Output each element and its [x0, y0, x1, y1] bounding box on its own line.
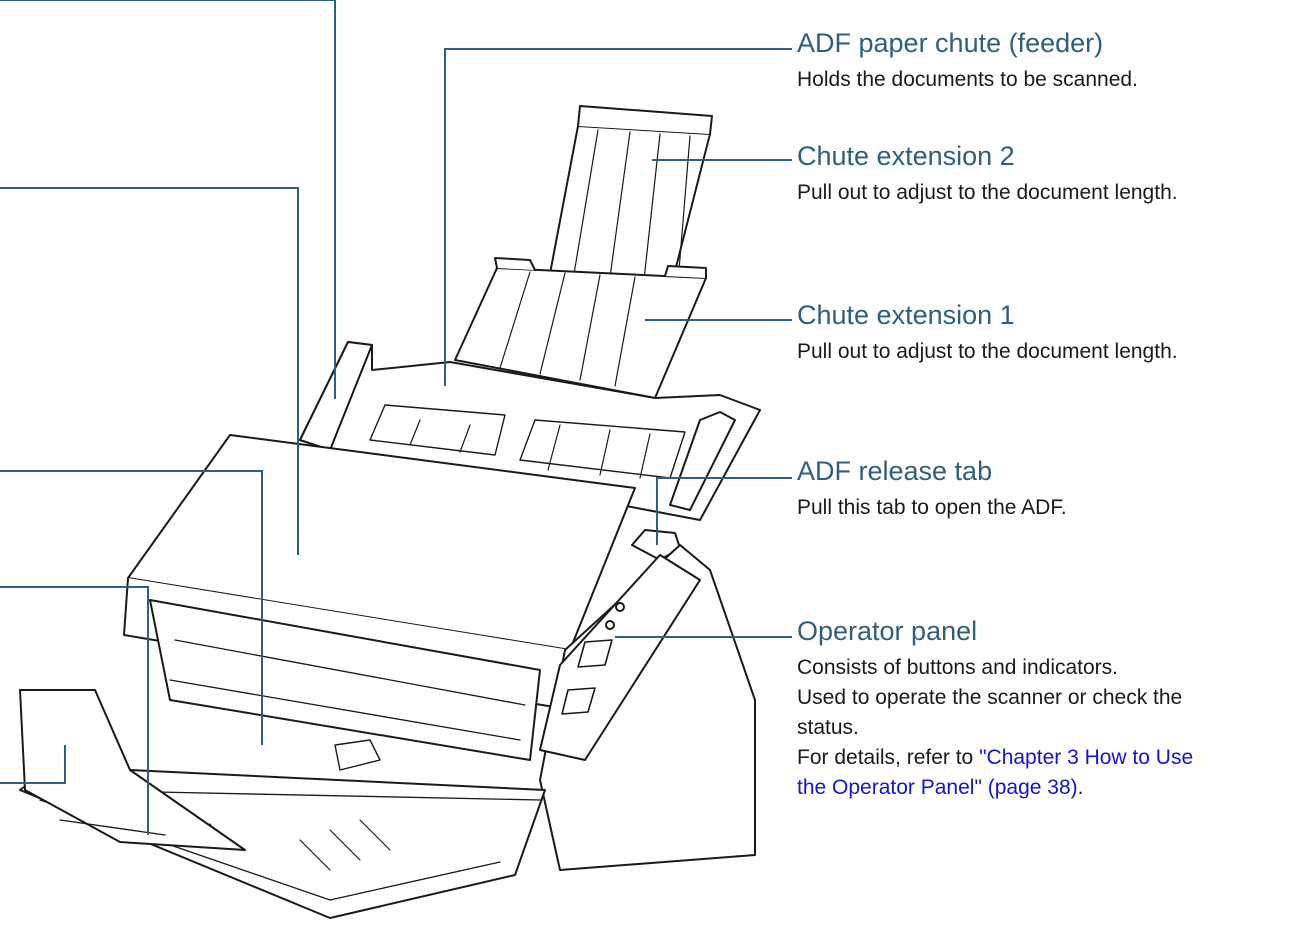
callout-adf-release-tab: ADF release tab Pull this tab to open th… — [797, 455, 1312, 523]
leader-line-left-2 — [0, 187, 299, 555]
callout-description: Consists of buttons and indicators. Used… — [797, 653, 1312, 803]
description-line: status. — [797, 716, 859, 739]
callout-description: Pull out to adjust to the document lengt… — [797, 181, 1178, 204]
callout-chute-extension-1: Chute extension 1 Pull out to adjust to … — [797, 299, 1312, 367]
leader-line-left-4 — [0, 586, 149, 835]
callout-title: Chute extension 2 — [797, 141, 1015, 171]
reference-suffix: . — [1077, 776, 1084, 799]
callout-title: Chute extension 1 — [797, 300, 1015, 330]
reference-prefix: For details, refer to — [797, 746, 980, 769]
callout-chute-extension-2: Chute extension 2 Pull out to adjust to … — [797, 140, 1312, 208]
operator-panel-shape — [539, 554, 701, 761]
description-line: For details, refer to "Chapter 3 How to … — [797, 743, 1312, 773]
description-line: Consists of buttons and indicators. — [797, 656, 1119, 679]
leader-line-adf-release-tab — [656, 477, 792, 545]
description-line: Used to operate the scanner or check the — [797, 686, 1183, 709]
chapter-3-link[interactable]: "Chapter 3 How to Use — [979, 746, 1194, 769]
chapter-3-link-continued[interactable]: the Operator Panel" (page 38) — [797, 776, 1078, 799]
description-line: the Operator Panel" (page 38). — [797, 773, 1312, 803]
callout-description: Holds the documents to be scanned. — [797, 68, 1138, 91]
stacker-flap-shape — [19, 689, 246, 851]
leader-line-left-3 — [0, 470, 263, 745]
callout-description: Pull this tab to open the ADF. — [797, 496, 1067, 519]
callout-title: ADF release tab — [797, 456, 993, 486]
leader-line-left-5 — [0, 745, 66, 784]
callout-adf-paper-chute: ADF paper chute (feeder) Holds the docum… — [797, 27, 1312, 95]
leader-line-adf-paper-chute — [444, 48, 792, 386]
callout-title: ADF paper chute (feeder) — [797, 28, 1104, 58]
leader-line-left-1 — [0, 0, 336, 399]
callout-description: Pull out to adjust to the document lengt… — [797, 340, 1178, 363]
callout-title: Operator panel — [797, 616, 978, 646]
callout-operator-panel: Operator panel Consists of buttons and i… — [797, 615, 1312, 803]
